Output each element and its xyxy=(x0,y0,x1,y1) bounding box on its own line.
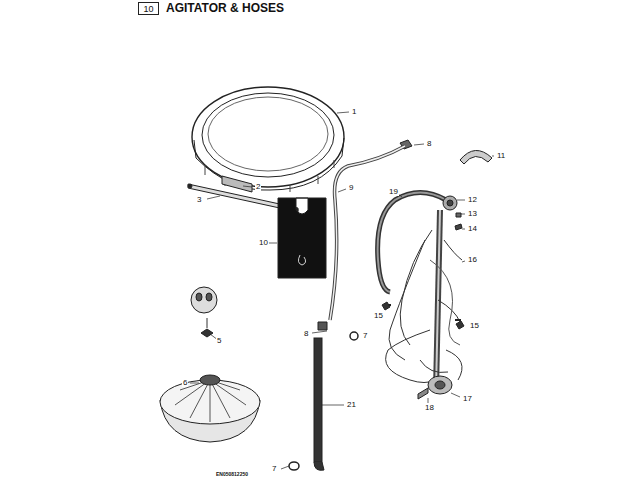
callout-number: 21 xyxy=(346,401,357,409)
callout-number: 3 xyxy=(196,196,202,204)
callout-number: 15 xyxy=(469,322,480,330)
drawing-code: EN050812250 xyxy=(216,472,248,477)
callout-number: 14 xyxy=(467,225,478,233)
callout-number: 8 xyxy=(303,330,309,338)
callout-number: 7 xyxy=(271,465,277,473)
section-number: 10 xyxy=(139,5,158,14)
callout-number: 8 xyxy=(426,140,432,148)
callout-number: 19 xyxy=(388,188,399,196)
diagram-title: AGITATOR & HOSES xyxy=(166,2,284,14)
callout-number: 2 xyxy=(255,183,261,191)
callout-number: 1 xyxy=(351,108,357,116)
callout-number: 11 xyxy=(496,152,506,160)
callout-number: 5 xyxy=(216,337,222,345)
callout-number: 10 xyxy=(258,239,269,247)
callout-number: 12 xyxy=(467,196,478,204)
callout-number: 18 xyxy=(424,404,435,412)
callout-number: 9 xyxy=(348,184,354,192)
callout-number: 13 xyxy=(467,210,478,218)
callout-number: 16 xyxy=(467,256,478,264)
callout-number: 17 xyxy=(462,395,473,403)
callout-number: 7 xyxy=(362,332,368,340)
section-number-box: 10 xyxy=(138,2,159,15)
callout-number: 6 xyxy=(182,379,188,387)
callout-number: 15 xyxy=(373,312,384,320)
